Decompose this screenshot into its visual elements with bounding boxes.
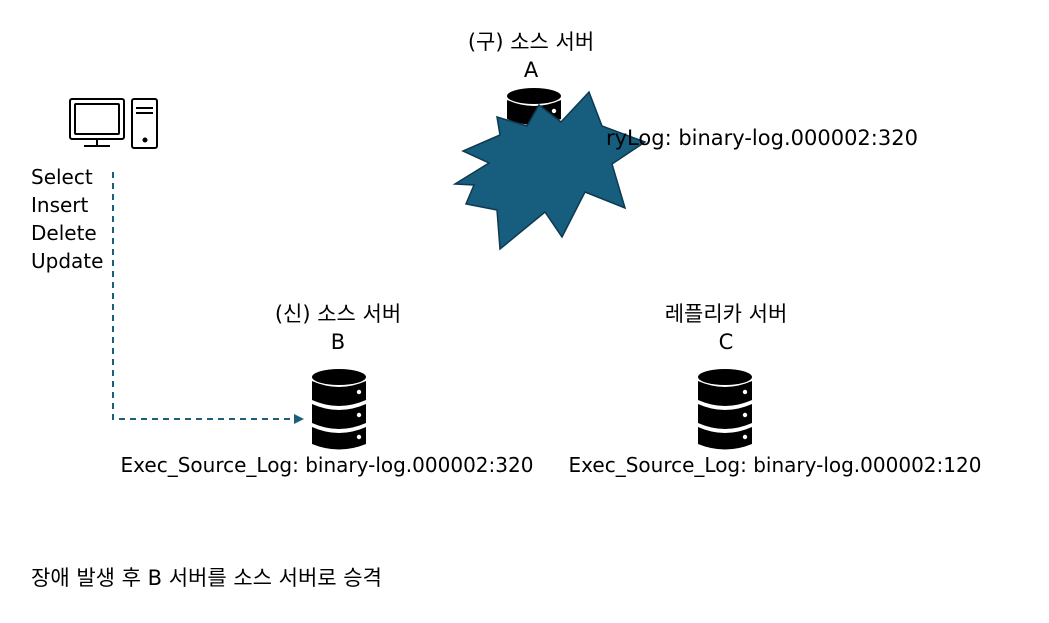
server-c-letter: C: [718, 330, 734, 354]
operation-update: Update: [31, 249, 104, 273]
database-icon-b: [312, 369, 366, 450]
server-a-title: (구) 소스 서버: [467, 30, 595, 54]
operation-delete: Delete: [31, 221, 97, 245]
write-traffic-arrow: [112, 172, 304, 424]
client-operations-list: Select Insert Delete Update: [31, 163, 103, 275]
diagram-caption: 장애 발생 후 B 서버를 소스 서버로 승격: [31, 566, 382, 590]
server-c-log: Exec_Source_Log: binary-log.000002:120: [568, 453, 982, 477]
operation-select: Select: [31, 165, 93, 189]
server-a-letter: A: [523, 58, 539, 82]
server-c-title: 레플리카 서버: [664, 302, 788, 326]
server-b-letter: B: [330, 330, 346, 354]
server-b-title: (신) 소스 서버: [274, 302, 402, 326]
database-icon-c: [698, 369, 752, 450]
desktop-computer-icon: [69, 98, 158, 149]
operation-insert: Insert: [31, 193, 89, 217]
server-b-log: Exec_Source_Log: binary-log.000002:320: [120, 453, 534, 477]
failure-burst-icon: [452, 90, 647, 251]
server-a-log: ryLog: binary-log.000002:320: [606, 126, 918, 150]
